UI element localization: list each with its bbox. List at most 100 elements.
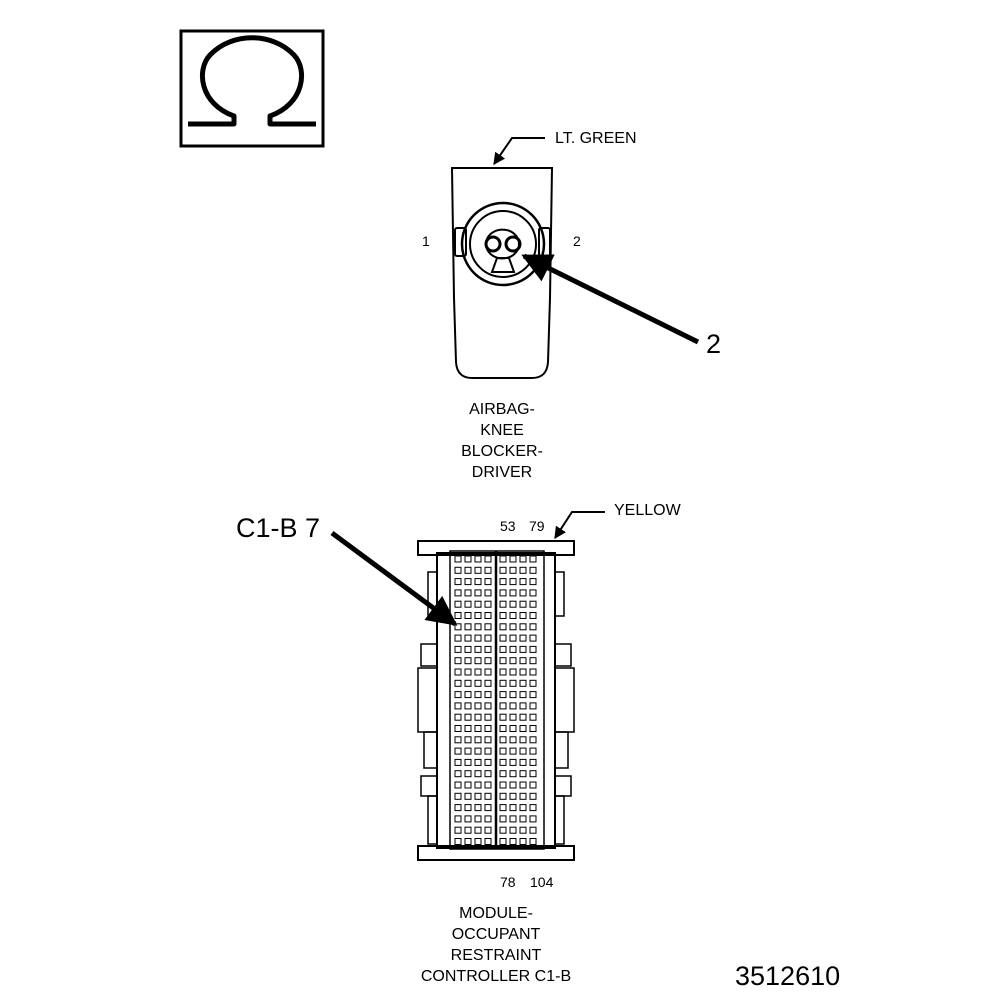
terminal-cavity [454, 713, 462, 721]
terminal-cavity [509, 555, 517, 563]
terminal-cavity [499, 713, 507, 721]
terminal-cavity [509, 736, 517, 744]
terminal-cavity [529, 758, 537, 766]
terminal-cavity [529, 578, 537, 586]
terminal-cavity [529, 838, 537, 845]
terminal-cavity [509, 781, 517, 789]
terminal-cavity [499, 826, 507, 834]
terminal-cavity [474, 634, 482, 642]
terminal-cavity [464, 736, 472, 744]
terminal-cavity [454, 838, 462, 845]
terminal-cavity [474, 713, 482, 721]
terminal-cavity [519, 702, 527, 710]
terminal-cavity [509, 668, 517, 676]
terminal-cavity [509, 645, 517, 653]
pin-label-78: 78 [500, 874, 516, 890]
terminal-cavity [509, 758, 517, 766]
terminal-cavity [454, 691, 462, 699]
terminal-cavity [474, 804, 482, 812]
terminal-cavity [519, 804, 527, 812]
terminal-cavity [519, 792, 527, 800]
terminal-cavity [454, 781, 462, 789]
terminal-cavity [519, 612, 527, 619]
terminal-cavity [529, 566, 537, 574]
color-pointer-line [493, 137, 545, 165]
terminal-cavity [519, 713, 527, 721]
terminal-cavity [484, 691, 492, 699]
terminal-cavity [529, 781, 537, 789]
terminal-cavity [509, 623, 517, 631]
terminal-cavity [484, 600, 492, 608]
terminal-cavity [474, 645, 482, 653]
terminal-cavity [454, 589, 462, 597]
ohm-icon [179, 29, 325, 148]
terminal-cavity [509, 725, 517, 732]
terminal-cavity [474, 826, 482, 834]
terminal-cavity [499, 578, 507, 586]
terminal-cavity [529, 747, 537, 755]
terminal-cavity [474, 566, 482, 574]
terminal-cavity [474, 691, 482, 699]
terminal-cavity [519, 578, 527, 586]
terminal-cavity [509, 657, 517, 665]
terminal-cavity [454, 679, 462, 687]
terminal-cavity [499, 623, 507, 631]
terminal-cavities [454, 555, 537, 845]
terminal-cavity [454, 668, 462, 676]
terminal-cavity [519, 838, 527, 845]
terminal-cavity [519, 736, 527, 744]
terminal-cavity [499, 589, 507, 597]
terminal-cavity [509, 691, 517, 699]
terminal-cavity [464, 758, 472, 766]
terminal-cavity [484, 578, 492, 586]
terminal-cavity [499, 747, 507, 755]
terminal-cavity [509, 589, 517, 597]
terminal-cavity [519, 826, 527, 834]
terminal-cavity [484, 679, 492, 687]
terminal-cavity [454, 747, 462, 755]
terminal-cavity [474, 578, 482, 586]
terminal-cavity [499, 781, 507, 789]
color-label: LT. GREEN [555, 130, 637, 147]
terminal-cavity [484, 758, 492, 766]
terminal-cavity [519, 657, 527, 665]
terminal-cavity [454, 815, 462, 823]
terminal-cavity [484, 623, 492, 631]
terminal-cavity [484, 747, 492, 755]
terminal-cavity [474, 792, 482, 800]
svg-text:MODULE-: MODULE- [459, 905, 533, 922]
terminal-cavity [474, 679, 482, 687]
terminal-cavity [509, 770, 517, 778]
terminal-cavity [499, 804, 507, 812]
terminal-cavity [484, 736, 492, 744]
terminal-cavity [454, 645, 462, 653]
terminal-cavity [499, 657, 507, 665]
terminal-cavity [464, 826, 472, 834]
svg-text:DRIVER: DRIVER [472, 464, 532, 481]
terminal-cavity [454, 702, 462, 710]
terminal-cavity [529, 725, 537, 732]
terminal-cavity [499, 679, 507, 687]
connector1-name: AIRBAG- KNEE BLOCKER- DRIVER [461, 401, 543, 481]
terminal-cavity [464, 804, 472, 812]
restraint-module-connector [417, 540, 575, 861]
terminal-cavity [499, 566, 507, 574]
terminal-cavity [464, 770, 472, 778]
terminal-cavity [484, 792, 492, 800]
svg-text:CONTROLLER C1-B: CONTROLLER C1-B [421, 968, 571, 985]
callout-arrow-c1b7 [330, 530, 458, 627]
terminal-cavity [499, 600, 507, 608]
terminal-cavity [484, 725, 492, 732]
terminal-cavity [499, 668, 507, 676]
terminal-cavity [464, 578, 472, 586]
terminal-cavity [509, 747, 517, 755]
terminal-cavity [464, 747, 472, 755]
terminal-cavity [474, 702, 482, 710]
terminal-cavity [484, 770, 492, 778]
terminal-cavity [499, 645, 507, 653]
terminal-cavity [474, 623, 482, 631]
terminal-cavity [484, 566, 492, 574]
terminal-cavity [519, 634, 527, 642]
terminal-cavity [529, 634, 537, 642]
